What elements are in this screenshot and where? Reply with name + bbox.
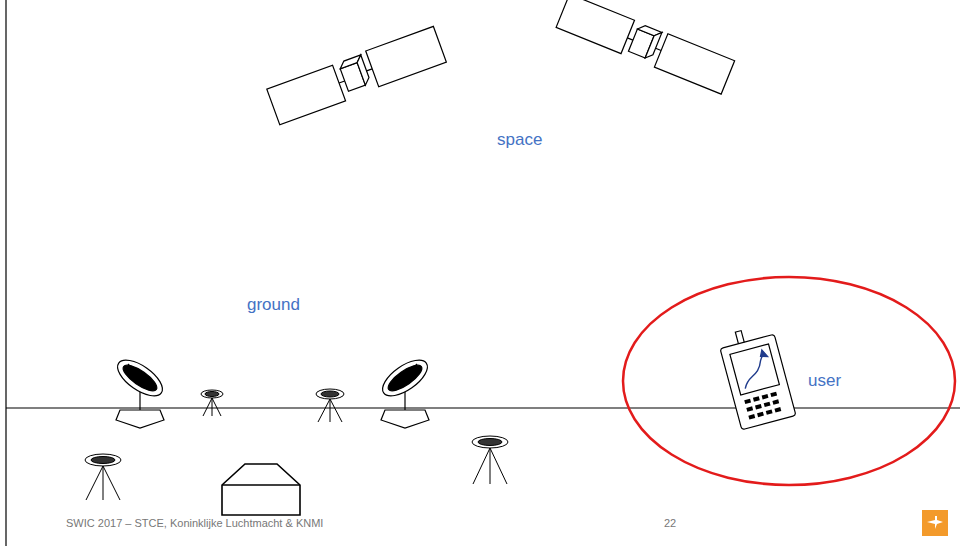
region-label: ground <box>247 295 300 315</box>
satellite <box>556 0 735 94</box>
control-building <box>222 464 300 515</box>
dish-antenna <box>112 353 168 428</box>
dish-antenna <box>377 353 433 428</box>
gnss-receiver <box>201 390 223 416</box>
gps-handheld <box>717 323 796 430</box>
gnss-receiver <box>85 454 121 500</box>
frame-line <box>5 0 6 546</box>
footer-text: SWIC 2017 – STCE, Koninklijke Luchtmacht… <box>66 517 323 529</box>
region-label: space <box>497 130 542 150</box>
page-number: 22 <box>664 517 676 529</box>
ellipse-outline <box>621 275 957 487</box>
satellite <box>266 26 447 124</box>
ground-line <box>6 407 960 408</box>
logo <box>922 510 948 536</box>
highlight-ellipse: user <box>621 275 957 487</box>
gnss-receiver <box>472 436 508 484</box>
node-label: user <box>808 371 841 391</box>
gnss-receiver <box>316 389 344 422</box>
